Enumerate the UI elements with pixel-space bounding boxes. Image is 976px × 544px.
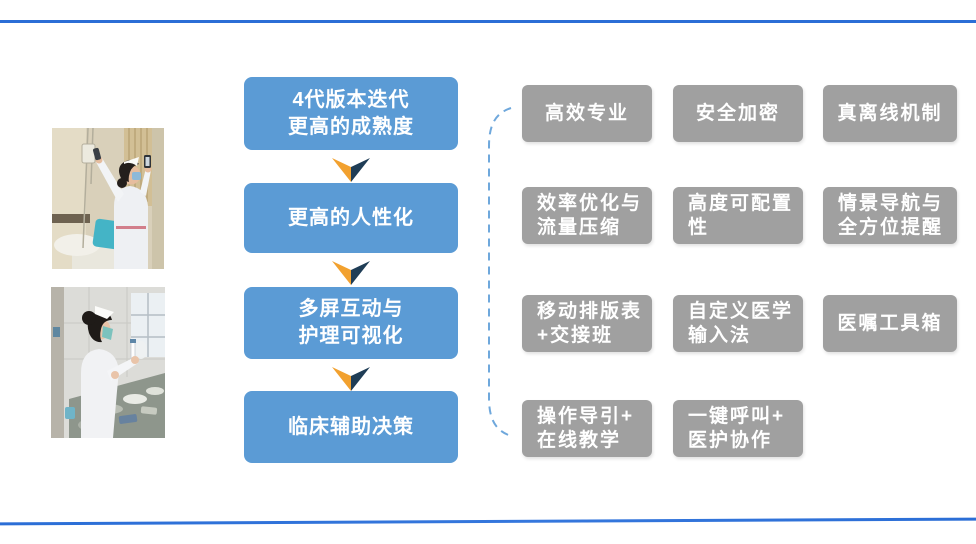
nurse-medication-illustration: [51, 287, 165, 438]
top-accent-line: [0, 20, 976, 23]
feature-context-navigation: 情景导航与 全方位提醒: [823, 187, 957, 244]
flow-step-version-maturity: 4代版本迭代 更高的成熟度: [244, 77, 458, 150]
flow-step-humanization: 更高的人性化: [244, 183, 458, 253]
feature-efficiency-compression: 效率优化与 流量压缩: [522, 187, 652, 244]
feature-onekey-call-collab: 一键呼叫+ 医护协作: [673, 400, 803, 457]
feature-order-toolbox: 医嘱工具箱: [823, 295, 957, 352]
dashed-bracket-connector: [488, 107, 512, 437]
feature-configurability: 高度可配置 性: [673, 187, 803, 244]
feature-true-offline: 真离线机制: [823, 85, 957, 142]
flow-step-clinical-decision: 临床辅助决策: [244, 391, 458, 463]
down-chevron-icon: [332, 261, 370, 285]
feature-secure-encryption: 安全加密: [673, 85, 803, 142]
down-chevron-icon: [332, 367, 370, 391]
feature-efficient-professional: 高效专业: [522, 85, 652, 142]
bottom-accent-line: [0, 517, 976, 526]
feature-custom-medical-input: 自定义医学 输入法: [673, 295, 803, 352]
flow-step-multiscreen: 多屏互动与 护理可视化: [244, 287, 458, 359]
feature-mobile-schedule-handover: 移动排版表 +交接班: [522, 295, 652, 352]
nurse-iv-illustration: [52, 128, 164, 269]
nurse-preparing-medication-photo: [51, 287, 165, 438]
feature-guide-online-teaching: 操作导引+ 在线教学: [522, 400, 652, 457]
down-chevron-icon: [332, 158, 370, 182]
nurse-scanning-iv-bag-photo: [52, 128, 164, 269]
